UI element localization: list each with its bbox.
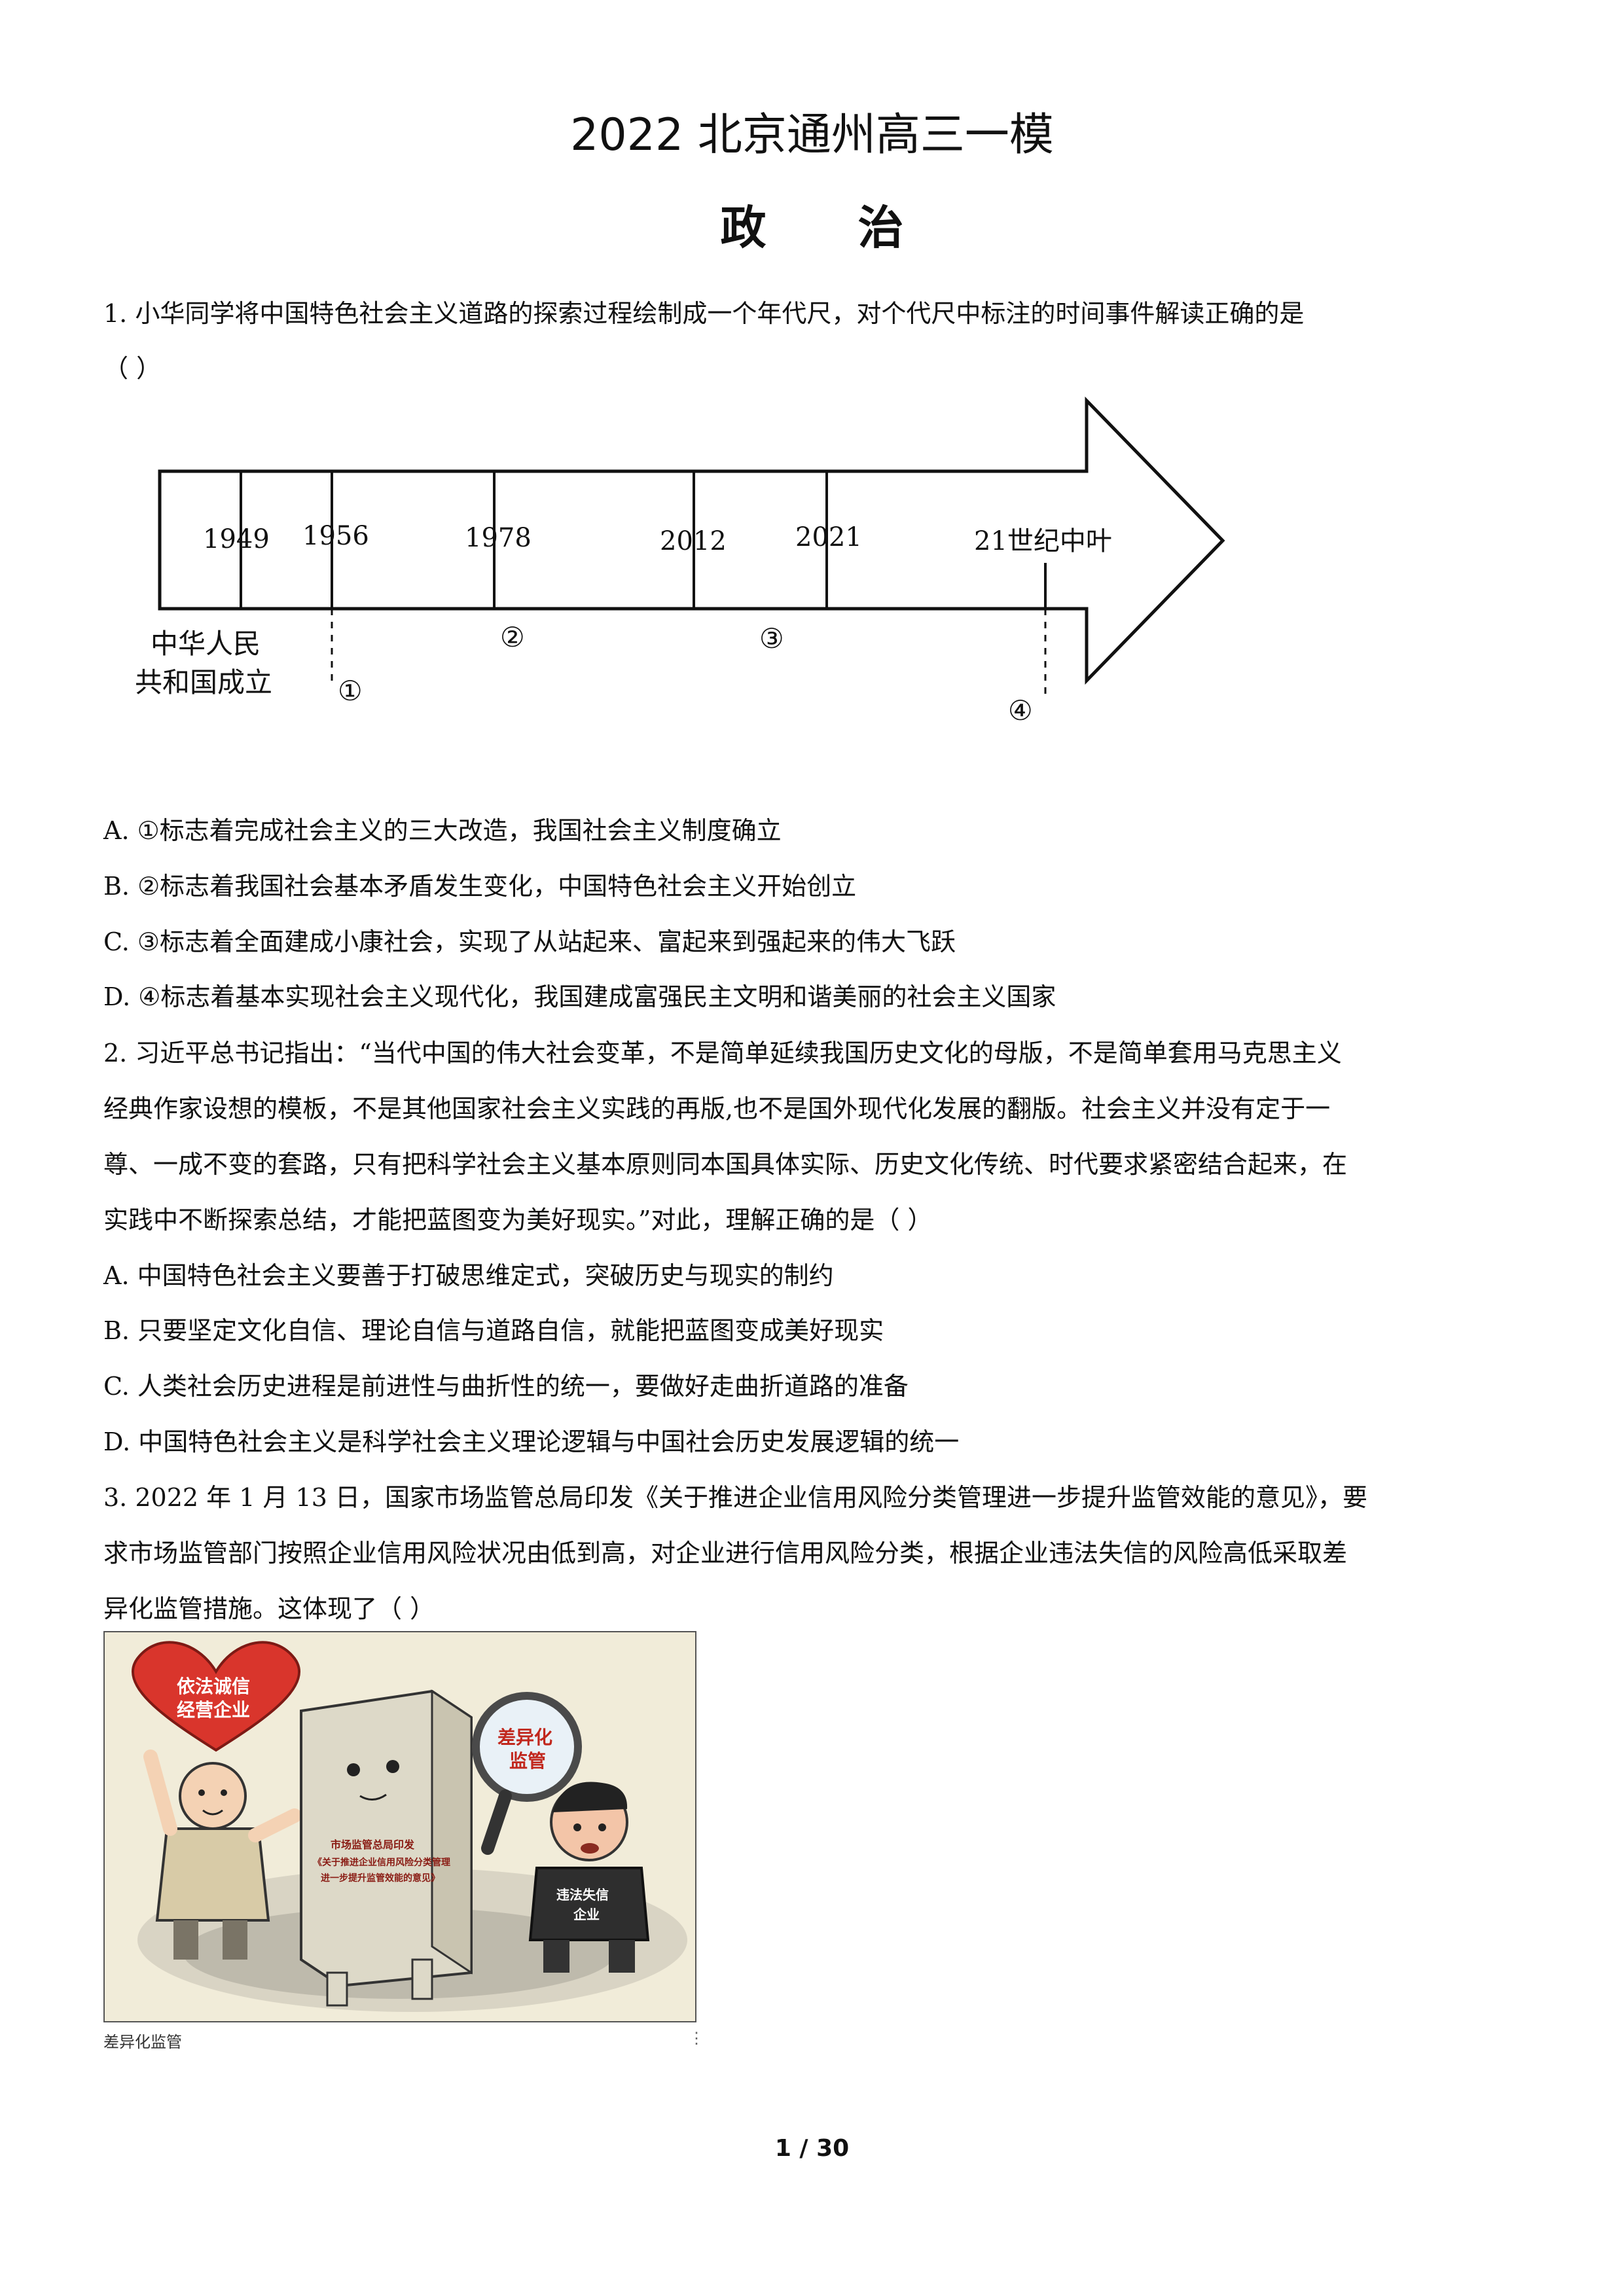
book-text-3: 进一步提升监管效能的意见》 bbox=[321, 1873, 440, 1884]
founding-label-line-2: 共和国成立 bbox=[135, 666, 272, 698]
heart-text-1: 依法诚信 bbox=[177, 1676, 250, 1697]
marker-2: ② bbox=[500, 621, 525, 653]
year-1978: 1978 bbox=[465, 523, 532, 553]
cartoon-image: 依法诚信 经营企业 市场监管总局印发 《关于推进企业信用风险分类管理 进一步提升… bbox=[103, 1631, 696, 2022]
subject-char-2: 治 bbox=[857, 201, 904, 255]
q2-stem-line-1: 2. 习近平总书记指出：“当代中国的伟大社会变革，不是简单延续我国历史文化的母版… bbox=[103, 1039, 1342, 1067]
left-man-body bbox=[155, 1827, 270, 1922]
q3-stem-line-2: 求市场监管部门按照企业信用风险状况由低到高，对企业进行信用风险分类，根据企业违法… bbox=[103, 1539, 1348, 1568]
q3-stem-line-3: 异化监管措施。这体现了（ ） bbox=[103, 1594, 435, 1623]
subject-heading: 政治 bbox=[0, 191, 1624, 257]
cartoon-illustration: 依法诚信 经营企业 市场监管总局印发 《关于推进企业信用风险分类管理 进一步提升… bbox=[105, 1632, 695, 2021]
q3-stem-line-1: 3. 2022 年 1 月 13 日，国家市场监管总局印发《关于推进企业信用风险… bbox=[103, 1483, 1367, 1512]
q2-stem-line-2: 经典作家设想的模板，不是其他国家社会主义实践的再版,也不是国外现代化发展的翻版。… bbox=[103, 1094, 1331, 1123]
year-2012: 2012 bbox=[660, 526, 727, 556]
magnifier-text-1: 差异化 bbox=[497, 1727, 552, 1748]
cartoon-caption: 差异化监管 bbox=[103, 2033, 182, 2051]
q2-option-b: B. 只要坚定文化自信、理论自信与道路自信，就能把蓝图变成美好现实 bbox=[103, 1316, 884, 1345]
q1-stem-line-2: （ ） bbox=[103, 354, 162, 383]
q1-option-c: C. ③标志着全面建成小康社会，实现了从站起来、富起来到强起来的伟大飞跃 bbox=[103, 927, 956, 956]
q2-stem-line-3: 尊、一成不变的套路，只有把科学社会主义基本原则同本国具体实际、历史文化传统、时代… bbox=[103, 1150, 1348, 1179]
book-text-2: 《关于推进企业信用风险分类管理 bbox=[313, 1857, 450, 1868]
timeline-ruler: 1949 1956 1978 2012 2021 21世纪中叶 中华人民 共和国… bbox=[135, 396, 1225, 726]
shirt-text-1: 违法失信 bbox=[556, 1887, 609, 1903]
marker-1: ① bbox=[338, 675, 363, 707]
q2-stem-line-4: 实践中不断探索总结，才能把蓝图变为美好现实。”对此，理解正确的是（ ） bbox=[103, 1206, 933, 1234]
q1-option-a: A. ①标志着完成社会主义的三大改造，我国社会主义制度确立 bbox=[103, 816, 782, 845]
timeline-arrow bbox=[158, 396, 1225, 685]
exam-title: 2022 北京通州高三一模 bbox=[570, 109, 1054, 161]
heart-text-2: 经营企业 bbox=[177, 1699, 250, 1721]
year-1956: 1956 bbox=[302, 521, 369, 551]
book-text-1: 市场监管总局印发 bbox=[331, 1839, 415, 1851]
q1-stem-line-1: 1. 小华同学将中国特色社会主义道路的探索过程绘制成一个年代尺，对个代尺中标注的… bbox=[103, 299, 1305, 328]
q1-option-d: D. ④标志着基本实现社会主义现代化，我国建成富强民主文明和谐美丽的社会主义国家 bbox=[103, 982, 1056, 1011]
shirt-text-2: 企业 bbox=[573, 1907, 600, 1922]
marker-4: ④ bbox=[1008, 694, 1033, 726]
q1-option-b: B. ②标志着我国社会基本矛盾发生变化，中国特色社会主义开始创立 bbox=[103, 872, 857, 901]
magnifier-icon bbox=[472, 1692, 582, 1802]
q2-option-d: D. 中国特色社会主义是科学社会主义理论逻辑与中国社会历史发展逻辑的统一 bbox=[103, 1427, 960, 1456]
year-mid-century: 21世纪中叶 bbox=[974, 526, 1112, 556]
left-man-head bbox=[179, 1762, 247, 1830]
marker-3: ③ bbox=[759, 622, 784, 655]
subject-char-1: 政 bbox=[720, 201, 767, 255]
q2-option-a: A. 中国特色社会主义要善于打破思维定式，突破历史与现实的制约 bbox=[103, 1261, 834, 1290]
year-1949: 1949 bbox=[203, 524, 270, 554]
caption-handle-icon: ⋮ bbox=[689, 2029, 704, 2047]
q2-option-c: C. 人类社会历史进程是前进性与曲折性的统一，要做好走曲折道路的准备 bbox=[103, 1372, 909, 1401]
magnifier-text-2: 监管 bbox=[509, 1750, 546, 1772]
heart-icon bbox=[132, 1641, 300, 1752]
founding-label-line-1: 中华人民 bbox=[151, 628, 261, 660]
right-man-body bbox=[528, 1867, 650, 1941]
year-2021: 2021 bbox=[795, 522, 862, 552]
page-number: 1 / 30 bbox=[774, 2135, 850, 2162]
